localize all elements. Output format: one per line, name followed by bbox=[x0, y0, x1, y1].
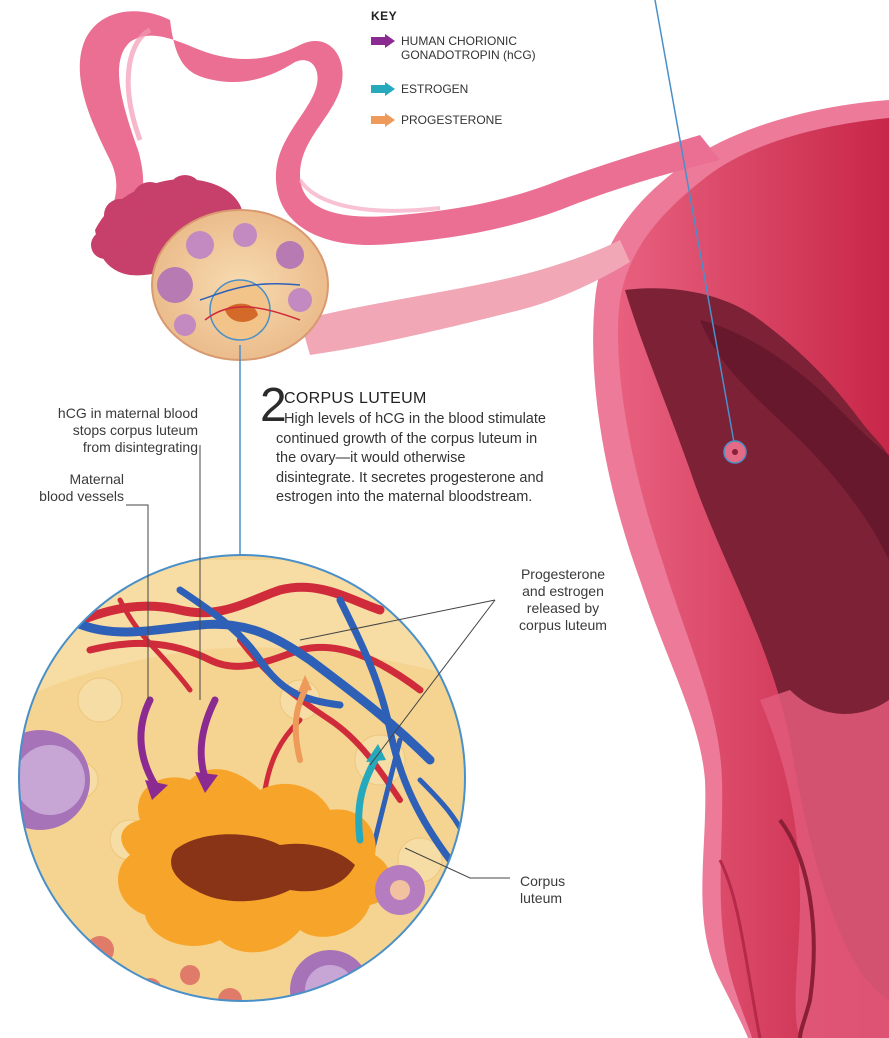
magnified-corpus-luteum bbox=[0, 550, 480, 1030]
ovarian-ligament bbox=[300, 240, 630, 355]
label-released: Progesterone and estrogen released by co… bbox=[498, 566, 628, 634]
key-label-estrogen: ESTROGEN bbox=[401, 82, 468, 96]
label-cl-line1: Corpus bbox=[520, 873, 565, 890]
label-hcg-line2: stops corpus luteum bbox=[0, 422, 198, 439]
label-hcg-line1: hCG in maternal blood bbox=[0, 405, 198, 422]
key-label-hcg: HUMAN CHORIONIC GONADOTROPIN (hCG) bbox=[401, 34, 551, 62]
label-released-line1: Progesterone bbox=[498, 566, 628, 583]
label-released-line4: corpus luteum bbox=[498, 617, 628, 634]
label-released-line3: released by bbox=[498, 600, 628, 617]
label-corpus-luteum: Corpus luteum bbox=[520, 873, 565, 907]
key-title: KEY bbox=[371, 9, 397, 23]
label-released-line2: and estrogen bbox=[498, 583, 628, 600]
key-item-estrogen: ESTROGEN bbox=[371, 82, 468, 97]
label-maternal-vessels: Maternal blood vessels bbox=[0, 471, 124, 505]
label-cl-line2: luteum bbox=[520, 890, 565, 907]
key-item-hcg: HUMAN CHORIONIC GONADOTROPIN (hCG) bbox=[371, 34, 551, 62]
step-body: High levels of hCG in the blood stimulat… bbox=[276, 410, 546, 508]
label-vessels-line2: blood vessels bbox=[0, 488, 124, 505]
step-body-text: High levels of hCG in the blood stimulat… bbox=[276, 411, 546, 505]
key-item-progesterone: PROGESTERONE bbox=[371, 113, 502, 128]
key-label-progesterone: PROGESTERONE bbox=[401, 113, 502, 127]
ovary bbox=[152, 210, 328, 360]
label-hcg: hCG in maternal blood stops corpus luteu… bbox=[0, 405, 198, 456]
label-hcg-line3: from disintegrating bbox=[0, 439, 198, 456]
uterus bbox=[593, 100, 889, 1038]
label-vessels-line1: Maternal bbox=[0, 471, 124, 488]
step-title: CORPUS LUTEUM bbox=[284, 390, 427, 408]
